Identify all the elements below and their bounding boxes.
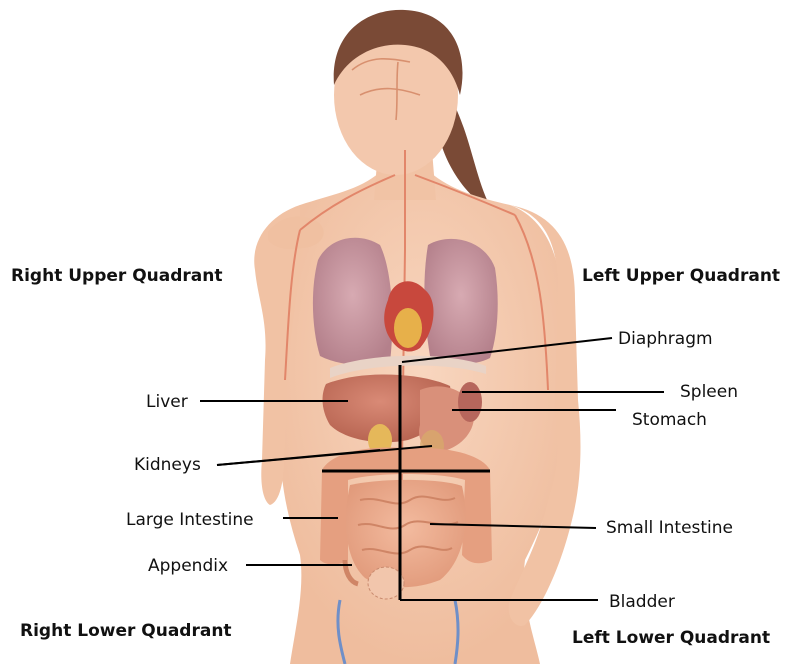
small-intestine-label: Small Intestine: [606, 518, 733, 538]
small-intestine: [346, 480, 466, 587]
stomach-label: Stomach: [632, 410, 707, 430]
bladder-label: Bladder: [609, 592, 675, 612]
spleen: [458, 382, 482, 422]
left-lung: [424, 239, 497, 364]
kidneys-label: Kidneys: [134, 455, 201, 475]
appendix-label: Appendix: [148, 556, 228, 576]
liver-label: Liver: [146, 392, 188, 412]
right-lower-quadrant-label: Right Lower Quadrant: [20, 621, 232, 641]
diaphragm-label: Diaphragm: [618, 329, 713, 349]
right-lung: [313, 238, 392, 366]
large-intestine-label: Large Intestine: [126, 510, 254, 530]
spleen-label: Spleen: [680, 382, 738, 402]
left-lower-quadrant-label: Left Lower Quadrant: [572, 628, 770, 648]
left-upper-quadrant-label: Left Upper Quadrant: [582, 266, 780, 286]
right-upper-quadrant-label: Right Upper Quadrant: [11, 266, 223, 286]
